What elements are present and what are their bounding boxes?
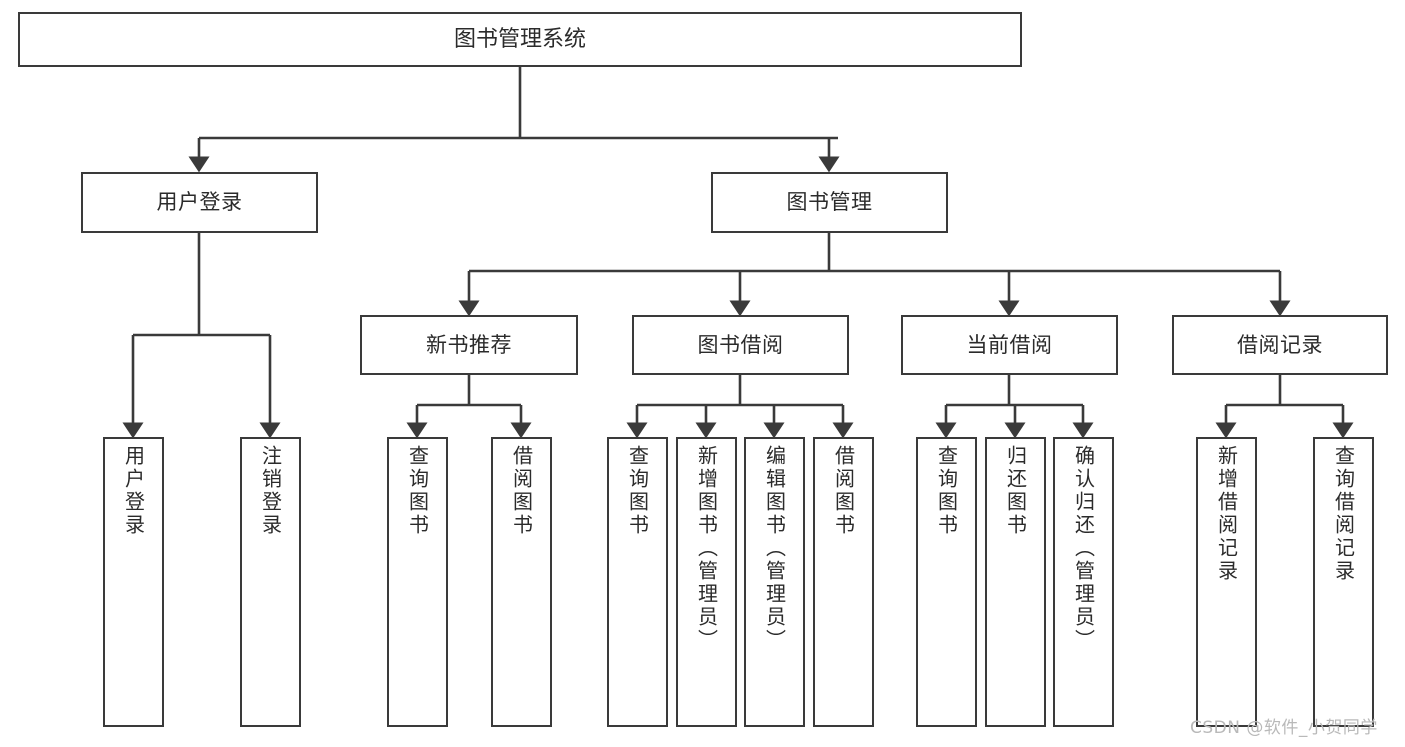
node-book-borrow[interactable]: 图书借阅 xyxy=(632,315,849,375)
leaf-recommend-query-book[interactable]: 查询图书 xyxy=(387,437,448,727)
node-label: 确认归还（管理员） xyxy=(1071,445,1096,652)
node-label: 新增图书（管理员） xyxy=(694,445,719,652)
node-current-borrow[interactable]: 当前借阅 xyxy=(901,315,1118,375)
node-label: 借阅记录 xyxy=(1237,332,1323,357)
node-label: 用户登录 xyxy=(121,445,146,537)
node-label: 当前借阅 xyxy=(966,332,1053,357)
leaf-borrow-borrow-book[interactable]: 借阅图书 xyxy=(813,437,874,727)
leaf-record-add-record[interactable]: 新增借阅记录 xyxy=(1196,437,1257,727)
node-label: 查询图书 xyxy=(934,445,959,537)
node-label: 编辑图书（管理员） xyxy=(762,445,787,652)
leaf-record-query-record[interactable]: 查询借阅记录 xyxy=(1313,437,1374,727)
node-label: 新书推荐 xyxy=(426,332,512,357)
node-label: 图书管理系统 xyxy=(453,26,586,52)
leaf-borrow-edit-book-admin[interactable]: 编辑图书（管理员） xyxy=(744,437,805,727)
node-label: 查询图书 xyxy=(405,445,430,537)
leaf-current-query-book[interactable]: 查询图书 xyxy=(916,437,977,727)
node-label: 用户登录 xyxy=(156,190,243,215)
leaf-borrow-add-book-admin[interactable]: 新增图书（管理员） xyxy=(676,437,737,727)
node-new-book-recommend[interactable]: 新书推荐 xyxy=(360,315,578,375)
node-root-system[interactable]: 图书管理系统 xyxy=(18,12,1022,67)
leaf-user-login-logout[interactable]: 注销登录 xyxy=(240,437,301,727)
node-label: 注销登录 xyxy=(258,445,283,537)
leaf-user-login-login[interactable]: 用户登录 xyxy=(103,437,164,727)
node-user-login[interactable]: 用户登录 xyxy=(81,172,318,233)
leaf-current-confirm-return-admin[interactable]: 确认归还（管理员） xyxy=(1053,437,1114,727)
node-label: 归还图书 xyxy=(1003,445,1028,537)
node-label: 图书借阅 xyxy=(697,332,784,357)
node-label: 借阅图书 xyxy=(509,445,534,537)
node-label: 图书管理 xyxy=(786,190,873,215)
node-label: 查询图书 xyxy=(625,445,650,537)
leaf-recommend-borrow-book[interactable]: 借阅图书 xyxy=(491,437,552,727)
csdn-watermark: CSDN @软件_小贺同学 xyxy=(1190,718,1378,738)
node-borrow-record[interactable]: 借阅记录 xyxy=(1172,315,1388,375)
leaf-borrow-query-book[interactable]: 查询图书 xyxy=(607,437,668,727)
node-label: 查询借阅记录 xyxy=(1331,445,1356,583)
node-book-management[interactable]: 图书管理 xyxy=(711,172,948,233)
leaf-current-return-book[interactable]: 归还图书 xyxy=(985,437,1046,727)
node-label: 借阅图书 xyxy=(831,445,856,537)
node-label: 新增借阅记录 xyxy=(1214,445,1239,583)
